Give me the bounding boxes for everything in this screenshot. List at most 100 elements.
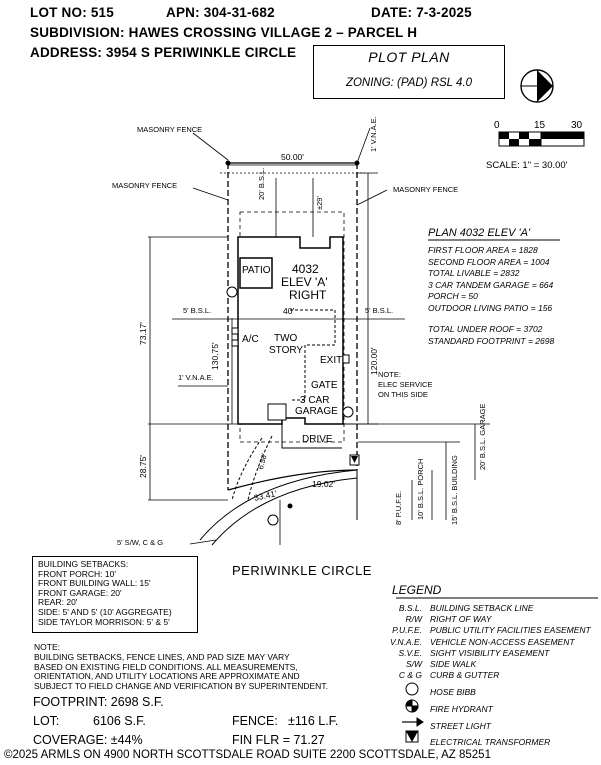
note-line: BASED ON EXISTING FIELD CONDITIONS. ALL … [34,661,298,672]
lot-boundary [199,162,365,546]
dim-pufe: 8' P.U.F.E. [394,490,403,525]
fire-hydrant-icon [267,514,279,526]
note-line: ORIENTATION, AND UTILITY LOCATIONS ARE A… [34,671,300,682]
lot-area-label: LOT: [33,714,60,728]
label-sidewalk: 5' S/W, C & G [117,538,164,547]
dim-28: 28.75' [138,455,148,478]
dim-29: ±29' [315,196,324,210]
scale-text: SCALE: 1" = 30.00' [486,160,568,171]
legend-symbol-desc: ELECTRICAL TRANSFORMER [430,737,551,748]
finished-floor: FIN FLR = 71.27 [232,733,325,747]
elec-note: NOTE: [378,370,401,379]
general-note: NOTE: BUILDING SETBACKS, FENCE LINES, AN… [34,642,328,692]
leader-lines [189,127,388,545]
plan-date: DATE: 7-3-2025 [371,5,472,20]
label-vnae-left: 1' V.N.A.E. [178,373,214,382]
plot-plan-title: PLOT PLAN [368,49,450,65]
zoning: ZONING: (PAD) RSL 4.0 [345,77,473,89]
street-light-icon [287,503,293,509]
plan-info-title: PLAN 4032 ELEV 'A' [428,227,531,239]
legend-desc: VEHICLE NON-ACCESS EASEMENT [430,636,575,647]
footprint-summary: FOOTPRINT: 2698 S.F. [33,695,164,709]
driveway [231,424,342,501]
hose-bibb-icon [226,286,354,418]
dim-house-width: 40' [283,306,295,316]
title-block-top [313,45,505,71]
dim-lot-width: 50.00' [281,152,304,162]
street-name: PERIWINKLE CIRCLE [232,563,372,578]
legend-desc: RIGHT OF WAY [430,614,492,625]
note-line: BUILDING SETBACKS, FENCE LINES, AND PAD … [34,651,290,662]
setback-line: FRONT BUILDING WALL: 15' [38,578,151,589]
coverage: COVERAGE: ±44% [33,733,143,747]
label-patio: PATIO [242,265,271,276]
plan-info-areas: FIRST FLOOR AREA = 1828 SECOND FLOOR ARE… [428,245,554,347]
lot-number: LOT NO: 515 [30,5,114,20]
label-plan-number: 4032 [292,262,319,276]
legend-abbr: C & G [398,670,422,681]
lot-area-value: 6106 S.F. [93,714,146,728]
legend-abbr: P.U.F.E. [392,625,422,636]
legend-abbr: S/W [405,659,422,670]
setback-line: FRONT GARAGE: 20' [38,587,122,598]
area-line: TOTAL LIVABLE = 2832 [428,268,520,278]
fence-label: FENCE: [232,714,278,728]
label-two-story: STORY [269,345,304,356]
legend-symbol-descs: HOSE BIBB FIRE HYDRANT STREET LIGHT ELEC… [430,684,550,751]
area-line: STANDARD FOOTPRINT = 2698 [428,335,555,346]
label-exit: EXIT [320,355,343,366]
legend-desc: PUBLIC UTILITY FACILITIES EASEMENT [430,625,591,636]
dim-19-02: 19.02' [312,479,335,489]
electrical-transformer-icon [349,454,360,466]
legend-abbr: R/W [405,614,422,625]
footer-line: ©2025 ARMLS ON 4900 NORTH SCOTTSDALE ROA… [4,749,491,761]
label-masonry-fence: MASONRY FENCE [112,181,178,190]
legend-symbol-desc: HOSE BIBB [430,687,476,697]
area-line: OUTDOOR LIVING PATIO = 156 [428,302,553,313]
legend-desc: BUILDING SETBACK LINE [430,603,534,613]
elec-note: ON THIS SIDE [378,390,428,399]
setback-line: SIDE TAYLOR MORRISON: 5' & 5' [38,616,170,627]
legend-desc: SIGHT VISIBILITY EASEMENT [430,647,550,658]
setback-line: FRONT PORCH: 10' [38,568,116,579]
label-garage: GARAGE [295,406,338,417]
dimension-lines [148,164,490,545]
label-vnae-top: 1' V.N.A.E. [369,116,378,152]
label-elevation: ELEV 'A' [281,275,328,289]
area-line: PORCH = 50 [428,291,478,301]
scale-bar [498,131,585,147]
fence-value: ±116 L.F. [288,714,339,728]
legend-abbr: V.N.A.E. [390,636,422,647]
legend-desc: SIDE WALK [430,659,477,670]
north-arrow-icon [520,69,554,103]
legend-abbr: B.S.L. [398,603,422,613]
apn: APN: 304-31-682 [166,5,275,20]
dim-130: 130.75' [210,342,220,370]
setback-line: SIDE: 5' AND 5' (10' AGGREGATE) [38,606,172,617]
setbacks-box [32,556,198,633]
dim-garage-setback: 20' B.S.L. GARAGE [478,403,487,470]
label-masonry-fence: MASONRY FENCE [393,185,459,194]
subdivision: SUBDIVISION: HAWES CROSSING VILLAGE 2 – … [30,25,418,40]
legend-abbrs: B.S.L. R/W P.U.F.E. V.N.A.E. S.V.E. S/W … [372,603,422,681]
label-masonry-fence: MASONRY FENCE [137,125,203,134]
label-drive: DRIVE [302,434,333,445]
note-title: NOTE: [34,642,60,652]
label-garage: 3 CAR [300,395,330,406]
area-line: FIRST FLOOR AREA = 1828 [428,245,538,255]
label-orientation: RIGHT [289,288,327,302]
dim-side-setback-left: 5' B.S.L. [183,306,212,315]
legend-descs: BUILDING SETBACK LINE RIGHT OF WAY PUBLI… [430,603,591,681]
scale-tick-0: 0 [494,120,500,131]
legend-desc: CURB & GUTTER [430,670,500,681]
house-footprint [231,236,350,425]
label-ac: A/C [242,334,259,345]
address: ADDRESS: 3954 S PERIWINKLE CIRCLE [30,45,297,60]
legend-title: LEGEND [392,583,442,597]
setbacks-text: BUILDING SETBACKS: FRONT PORCH: 10' FRON… [38,559,172,627]
area-line: TOTAL UNDER ROOF = 3702 [428,324,543,334]
scale-tick-30: 30 [571,120,583,131]
dim-porch-setback: 10' B.S.L. PORCH [416,458,425,520]
label-two-story: TWO [274,333,298,344]
